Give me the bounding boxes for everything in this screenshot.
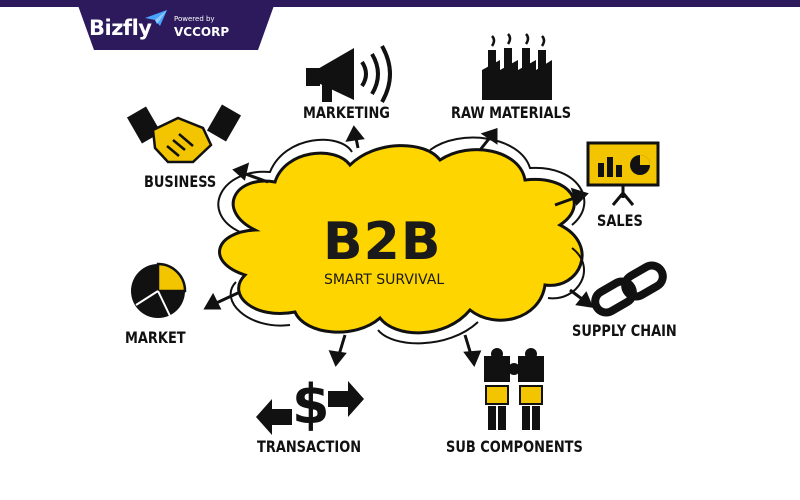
- center-title: B2B: [323, 212, 442, 272]
- svg-text:$: $: [292, 373, 330, 436]
- node-label-supply-chain: SUPPLY CHAIN: [572, 321, 677, 340]
- top-bar: [0, 0, 800, 7]
- central-cloud: [217, 136, 586, 345]
- node-label-sales: SALES: [597, 211, 643, 230]
- node-label-business: BUSINESS: [144, 172, 217, 191]
- powered-by-text: Powered by: [174, 15, 215, 23]
- puzzle-people-icon: [484, 348, 544, 430]
- arrows: [203, 125, 594, 368]
- megaphone-icon: [306, 45, 392, 103]
- header-tab: [76, 0, 276, 50]
- handshake-icon: [126, 104, 242, 164]
- pie-chart-icon: [131, 262, 187, 318]
- partner-logo: VCCORP: [174, 25, 230, 39]
- node-label-sub-components: SUB COMPONENTS: [446, 437, 583, 456]
- node-label-transaction: TRANSACTION: [257, 437, 362, 456]
- node-label-raw-materials: RAW MATERIALS: [451, 103, 572, 122]
- chain-link-icon: [591, 261, 667, 317]
- center-subtitle: SMART SURVIVAL: [324, 272, 445, 288]
- node-label-market: MARKET: [125, 328, 186, 347]
- brand-logo[interactable]: Bizfly: [89, 16, 152, 40]
- dollar-exchange-icon: $: [256, 373, 364, 436]
- node-label-marketing: MARKETING: [303, 103, 390, 122]
- presentation-board-icon: [586, 141, 660, 206]
- factory-icon: [482, 33, 552, 100]
- paper-plane-icon: [145, 10, 167, 26]
